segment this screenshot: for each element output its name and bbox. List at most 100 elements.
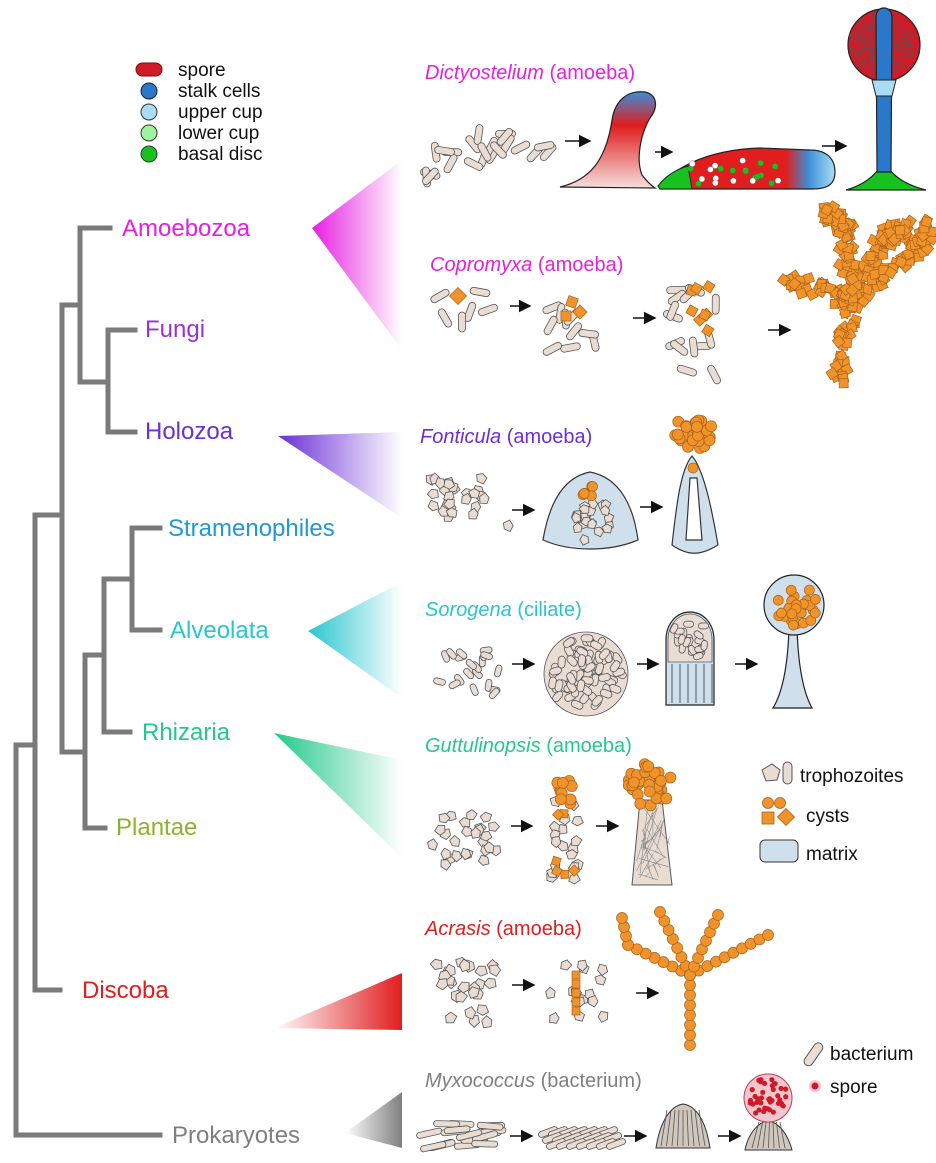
fonticula-fruiting-body (670, 415, 717, 473)
cyst-cell (804, 585, 814, 595)
wedge-amoebozoa (312, 160, 402, 350)
cyst-cell (786, 585, 796, 595)
slug-cell (743, 168, 749, 174)
trophozoite-cell (595, 975, 606, 985)
cyst-cell (450, 288, 467, 305)
cyst-cell (572, 1007, 580, 1015)
guttulinopsis-stage-1 (428, 810, 501, 871)
amoeba-cell (578, 654, 586, 667)
slug-cell (699, 176, 705, 182)
slug-cell (775, 178, 781, 184)
legend-spore-label: spore (178, 60, 226, 81)
legend-bacterium-swatch (802, 1041, 824, 1067)
spore-cell (779, 1102, 784, 1107)
cyst-cell (839, 379, 848, 388)
myxococcus-stage-2 (538, 1126, 627, 1150)
amoeba-cell (437, 308, 453, 329)
dictyostelium-upper-cup (872, 80, 896, 96)
cyst-cell (685, 990, 696, 1001)
trophozoite-cell (462, 826, 472, 837)
organism-title-acrasis: Acrasis (amoeba) (424, 918, 582, 940)
cyst-cell (713, 910, 724, 921)
amoeba-cell (689, 337, 698, 358)
slug-cell (707, 166, 713, 172)
cyst-cell (685, 980, 696, 991)
trophozoite-cell (477, 1005, 489, 1016)
slug-cell (740, 158, 746, 164)
amoeba-cell (469, 683, 479, 696)
cyst-cell (685, 1000, 696, 1011)
amoeba-cell (434, 1121, 460, 1128)
amoeba-cell (676, 364, 697, 377)
legend-upper-cup-label: upper cup (178, 102, 263, 123)
amoeba-cell (560, 342, 581, 353)
guttulinopsis-stages (428, 759, 676, 885)
spore-cell (769, 1077, 774, 1082)
trophozoite-cell (598, 1012, 608, 1023)
slug-cell (689, 161, 695, 167)
amoeba-cell (448, 679, 461, 690)
spore-cell (756, 1107, 761, 1112)
cyst-cell (788, 620, 798, 630)
clade-label-fungi: Fungi (145, 316, 205, 343)
slug-cell (730, 168, 736, 174)
cyst-cell (661, 793, 672, 804)
cyst-cell (588, 481, 598, 491)
cyst-cell (643, 761, 654, 772)
trophozoite-cell (598, 964, 608, 975)
organism-title-fonticula: Fonticula (amoeba) (420, 426, 592, 448)
clade-label-rhizaria: Rhizaria (142, 719, 231, 746)
spore-cell (760, 1090, 765, 1095)
legend-cyst-circle (763, 798, 774, 809)
spore-cell (778, 1086, 783, 1091)
legend-spore-bacteria-label: spore (830, 1077, 878, 1098)
cyst-cell (686, 305, 698, 317)
wedge-rhizaria (274, 733, 402, 858)
slug-cell (758, 160, 764, 166)
trophozoite-cell (479, 855, 490, 865)
spore-cell (762, 1106, 767, 1111)
legend-bacteria: bacterium spore (802, 1041, 913, 1098)
spore-cell (783, 1087, 788, 1092)
trophozoite-cell (589, 996, 598, 1008)
legend-lower-cup-label: lower cup (178, 123, 259, 144)
spore-cell (891, 19, 901, 24)
legend-matrix-swatch (760, 840, 798, 862)
cyst-cell (579, 489, 589, 499)
trophozoite-cell (484, 978, 496, 988)
amoeba-cell (542, 341, 563, 357)
cyst-cell (921, 216, 932, 227)
trophozoite-cell (503, 520, 513, 532)
sorogena-stage-1 (433, 647, 503, 700)
legend-lower-cup-swatch (141, 125, 157, 141)
amoeba-cell (470, 287, 491, 297)
legend-upper-cup-swatch (141, 104, 157, 120)
wedge-alveolata (308, 582, 402, 698)
legend-spore-swatch (136, 63, 162, 76)
trophozoite-cell (571, 836, 582, 846)
wedge-holozoa (278, 432, 402, 518)
legend-cyst-diamond (778, 809, 795, 826)
cyst-cell (557, 777, 568, 788)
amoeba-cell (578, 329, 599, 338)
legend-cell-types: trophozoites cysts matrix (760, 762, 904, 865)
wedge-prokaryotes (345, 1092, 402, 1148)
copromyxa-stages (430, 201, 936, 388)
cyst-cell (810, 608, 820, 618)
clade-label-plantae: Plantae (116, 814, 197, 841)
cyst-cell (572, 989, 580, 997)
amoeba-cell (706, 364, 721, 385)
spore-cell (750, 1101, 755, 1106)
trophozoite-cell (489, 822, 500, 831)
trophozoite-cell (490, 965, 501, 976)
acrasis-stage-2 (546, 960, 608, 1023)
cyst-cell (555, 794, 566, 805)
trophozoite-cell (477, 474, 487, 485)
trophozoite-cell (546, 987, 556, 998)
clade-label-alveolata: Alveolata (170, 617, 269, 644)
cyst-cell (572, 980, 580, 988)
cyst-cell (691, 421, 702, 432)
spore-cell (909, 47, 919, 51)
cyst-cell (810, 594, 820, 604)
